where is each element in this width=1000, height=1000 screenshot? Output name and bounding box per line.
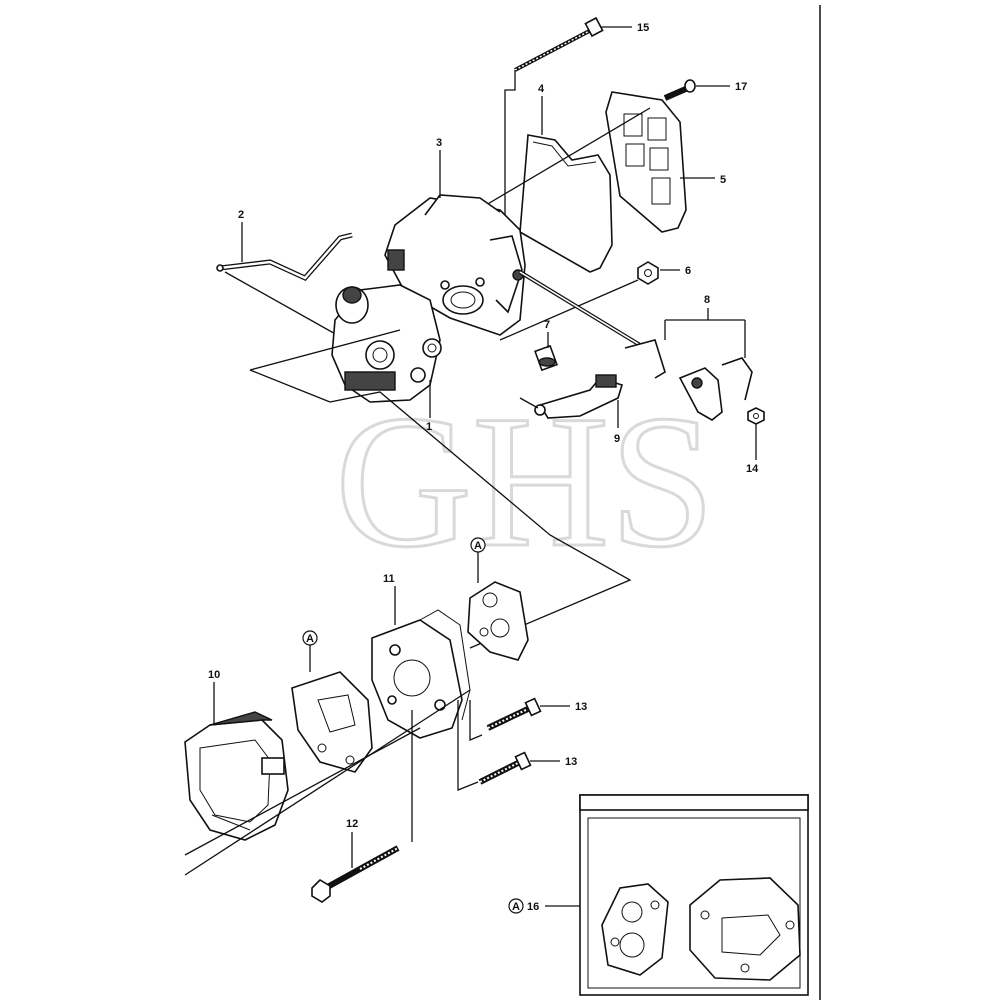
label-17: 17 (735, 81, 747, 93)
part-6-nut-hole (644, 269, 652, 277)
stack-alignment-line-1 (184, 727, 421, 856)
label-5: 5 (720, 174, 726, 186)
carb-bracket-left (249, 369, 331, 403)
part-8-throttle-rod (518, 270, 753, 421)
part-17-screw (663, 79, 696, 101)
part-1-carburetor (331, 284, 442, 403)
part-5-filter-holder (605, 91, 687, 233)
gasket-right (467, 581, 529, 661)
gasket-left (291, 671, 373, 773)
label-6: 6 (685, 265, 691, 277)
kit-gasket-large (689, 877, 801, 981)
part-3-carburetor-housing (384, 194, 526, 336)
label-8: 8 (704, 294, 710, 306)
part-12-bolt (311, 845, 400, 903)
carb-to-spacer-line (329, 391, 632, 649)
part-9-throttle-link (534, 374, 623, 419)
bolt-upper-alignment (469, 700, 483, 741)
part-2-choke-rod (216, 232, 353, 282)
label-2: 2 (238, 209, 244, 221)
part-11-insulator (371, 609, 471, 739)
label-3: 3 (436, 137, 442, 149)
part-15-screw (514, 16, 604, 72)
watermark: GHS (335, 377, 715, 587)
label-15: 15 (637, 22, 649, 34)
label-13b: 13 (565, 756, 577, 768)
part-13-bolt-lower (478, 751, 532, 785)
label-7: 7 (544, 319, 550, 331)
kit-a-marker (508, 898, 524, 914)
stack-alignment-line-2 (184, 689, 471, 876)
carb-bracket-top (249, 329, 401, 371)
part-16-gasket-kit (579, 794, 809, 996)
label-11: 11 (383, 573, 395, 585)
bolt-lower-alignment (457, 700, 479, 791)
label-13a: 13 (575, 701, 587, 713)
link-alignment-line (519, 397, 539, 409)
kit-a-marker-text: A (512, 901, 520, 913)
part-7-sleeve (534, 344, 558, 372)
label-10: 10 (208, 669, 220, 681)
gasket-a-marker-right-text: A (474, 540, 482, 552)
leader-15-path (504, 70, 516, 230)
label-4: 4 (538, 83, 545, 95)
part-6-nut (637, 261, 659, 285)
gasket-a-marker-left-text: A (306, 633, 314, 645)
label-9: 9 (614, 433, 620, 445)
label-12: 12 (346, 818, 358, 830)
label-16: 16 (527, 901, 539, 913)
part-4-air-filter (519, 134, 613, 273)
part-13-bolt-upper (486, 697, 542, 731)
nut-alignment-line (499, 279, 639, 341)
label-1: 1 (426, 421, 432, 433)
part-10-intake-adapter (184, 711, 289, 841)
part-14-screw (747, 407, 765, 425)
label-14: 14 (746, 463, 759, 475)
